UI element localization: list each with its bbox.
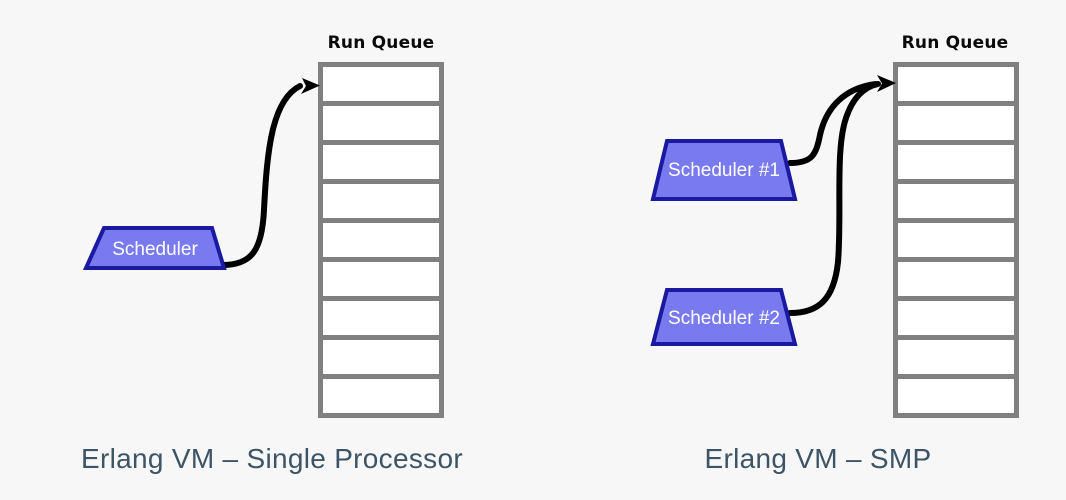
run-queue-right xyxy=(893,62,1019,418)
queue-cell xyxy=(318,335,444,379)
queue-cell xyxy=(318,101,444,145)
run-queue-title-right: Run Queue xyxy=(902,33,1009,53)
arrow-scheduler2-to-queue xyxy=(787,81,881,316)
scheduler-label: Scheduler #2 xyxy=(668,308,780,329)
panel-single-processor: Run Queue Scheduler xyxy=(81,33,463,474)
queue-cell xyxy=(318,140,444,184)
scheduler-label: Scheduler xyxy=(112,239,198,260)
queue-cell xyxy=(893,296,1019,340)
queue-cell xyxy=(893,62,1019,106)
scheduler-shape xyxy=(650,288,798,346)
caption-single-processor: Erlang VM – Single Processor xyxy=(81,443,463,474)
queue-cell xyxy=(893,218,1019,262)
queue-cell xyxy=(318,218,444,262)
arrow-head-icon xyxy=(877,75,896,92)
queue-cell xyxy=(318,62,444,106)
queue-cell xyxy=(318,374,444,418)
run-queue-left xyxy=(318,62,444,418)
queue-cell xyxy=(893,179,1019,223)
scheduler-shape xyxy=(650,139,798,201)
run-queue-title-left: Run Queue xyxy=(328,33,435,53)
scheduler-node-1[interactable]: Scheduler #1 xyxy=(650,139,798,201)
scheduler-label: Scheduler #1 xyxy=(668,160,780,181)
queue-cell xyxy=(318,179,444,223)
queue-cell xyxy=(893,257,1019,301)
arrow-scheduler1-to-queue xyxy=(787,81,879,166)
arrow-head-icon xyxy=(301,78,320,94)
scheduler-node-single[interactable]: Scheduler xyxy=(82,226,227,270)
queue-cell xyxy=(318,257,444,301)
queue-cell xyxy=(893,101,1019,145)
queue-cell xyxy=(318,296,444,340)
arrow-scheduler-to-queue-left xyxy=(219,78,320,268)
panel-smp: Run Queue xyxy=(650,33,1019,474)
scheduler-shape xyxy=(82,226,227,270)
scheduler-node-2[interactable]: Scheduler #2 xyxy=(650,288,798,346)
queue-cell xyxy=(893,140,1019,184)
caption-smp: Erlang VM – SMP xyxy=(704,443,931,474)
queue-cell xyxy=(893,335,1019,379)
queue-cell xyxy=(893,374,1019,418)
